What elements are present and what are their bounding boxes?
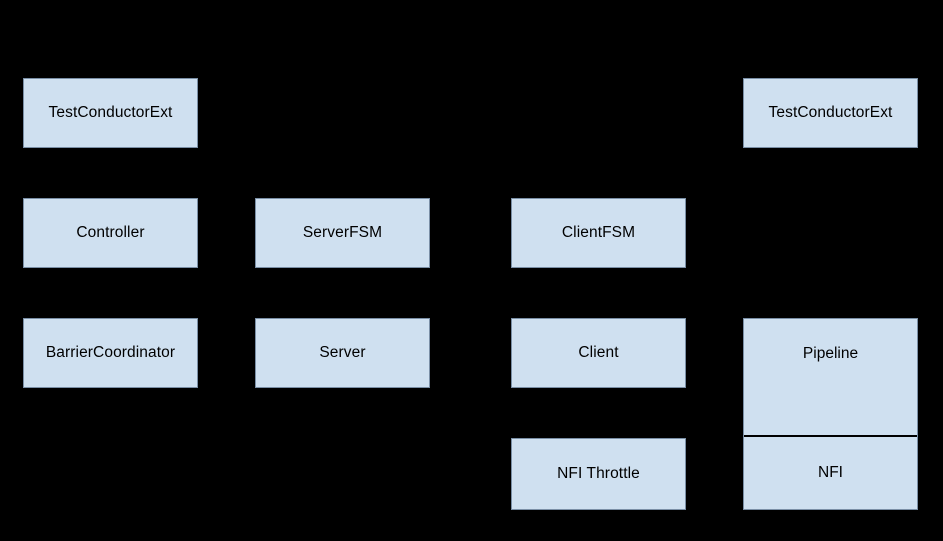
node-label: TestConductorExt — [48, 104, 173, 122]
node-server-fsm[interactable]: ServerFSM — [255, 198, 430, 268]
node-label: Pipeline — [802, 345, 859, 362]
composite-pipeline-nfi-stack: Pipeline NFI — [743, 318, 918, 510]
node-pipeline[interactable]: Pipeline — [744, 319, 917, 435]
node-label: ClientFSM — [561, 224, 636, 242]
node-test-conductor-ext-left[interactable]: TestConductorExt — [23, 78, 198, 148]
node-test-conductor-ext-right[interactable]: TestConductorExt — [743, 78, 918, 148]
node-barrier-coordinator[interactable]: BarrierCoordinator — [23, 318, 198, 388]
node-controller[interactable]: Controller — [23, 198, 198, 268]
node-label: Server — [319, 344, 366, 362]
node-label: ServerFSM — [302, 224, 383, 242]
node-server[interactable]: Server — [255, 318, 430, 388]
node-label: NFI — [818, 464, 843, 481]
node-label: Controller — [76, 224, 145, 242]
node-label: NFI Throttle — [557, 465, 640, 483]
node-label: BarrierCoordinator — [45, 344, 176, 362]
node-client[interactable]: Client — [511, 318, 686, 388]
node-label: TestConductorExt — [768, 104, 893, 122]
node-client-fsm[interactable]: ClientFSM — [511, 198, 686, 268]
node-label: Client — [578, 344, 619, 362]
node-nfi-throttle[interactable]: NFI Throttle — [511, 438, 686, 510]
node-nfi[interactable]: NFI — [744, 435, 917, 509]
